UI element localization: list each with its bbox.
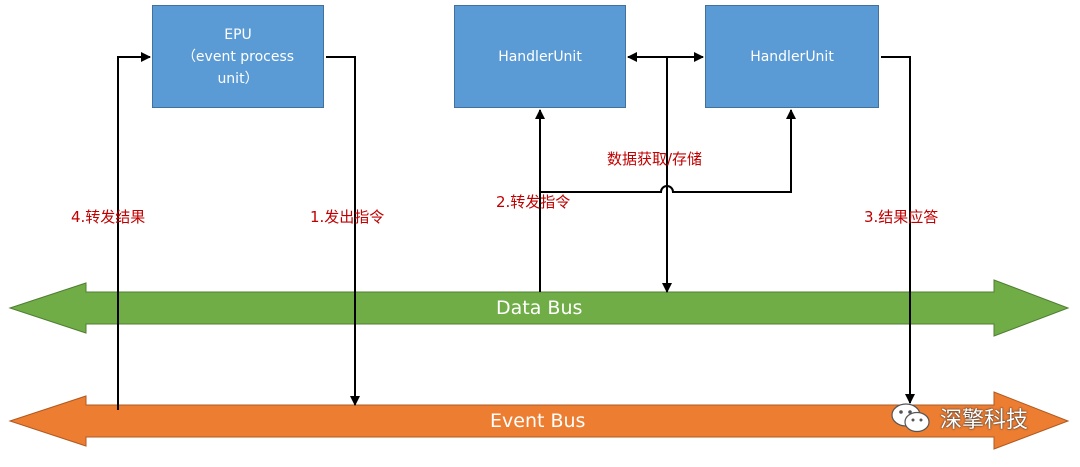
data-access-label: 数据获取/存储 (607, 150, 703, 168)
epu-subtitle-line1: （event process (181, 48, 295, 65)
result-response-connector (881, 56, 915, 404)
event-bus-arrow (8, 391, 1070, 450)
forward-result-connector (117, 52, 151, 410)
watermark-text: 深擎科技 (940, 408, 1029, 433)
issue-instruction-label: 1.发出指令 (310, 208, 385, 226)
event-bus-label: Event Bus (490, 410, 586, 432)
handler-unit-box-1: HandlerUnit (454, 5, 626, 108)
data-bus-arrow (8, 279, 1070, 337)
handler-unit-2-label: HandlerUnit (750, 48, 834, 65)
epu-subtitle-line2: unit） (217, 70, 259, 87)
forward-instruction-label: 2.转发指令 (496, 193, 571, 211)
watermark: 深擎科技 (890, 401, 1028, 435)
handler-unit-1-label: HandlerUnit (498, 48, 582, 65)
epu-box: EPU （event process unit） (152, 5, 324, 108)
wechat-icon (891, 403, 930, 433)
issue-instruction-connector (326, 56, 360, 406)
epu-title: EPU (224, 26, 252, 43)
forward-result-label: 4.转发结果 (71, 208, 146, 226)
result-response-label: 3.结果应答 (864, 208, 939, 226)
handler-unit-box-2: HandlerUnit (705, 5, 879, 108)
data-bus-label: Data Bus (496, 297, 583, 319)
